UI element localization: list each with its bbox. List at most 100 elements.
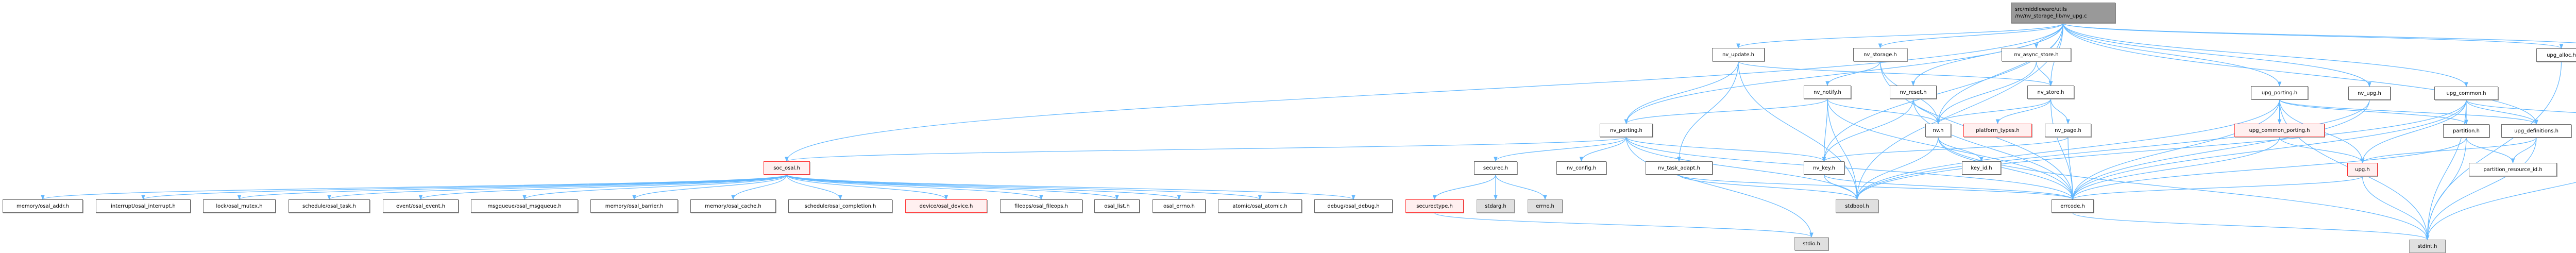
edge-nv_update-to-nv_store [1738,61,2053,86]
edge-upg_porting-to-upg_definitions [2279,99,2538,125]
file-node-key-id[interactable]: key_id.h [1962,161,2001,175]
file-node-osal-errno[interactable]: osal_errno.h [1153,199,1206,213]
edge-upg_common_porting-to-upg_h [2279,137,2365,163]
edge-nv_key-to-errcode [1823,174,2075,200]
file-node-stdbool[interactable]: stdbool.h [1836,199,1878,213]
edge-upg_definitions-to-partition_resource_id [2511,137,2537,163]
edge-errcode-to-stdint [2072,212,2430,240]
edge-nv_porting-to-stdbool [1625,137,1859,200]
file-node-nv-update[interactable]: nv_update.h [1712,48,1765,61]
edge-soc_osal-to-osal_event [418,174,787,200]
edge-root-to-nv_storage [1878,23,2064,48]
file-node-stdarg[interactable]: stdarg.h [1477,199,1515,213]
edge-nv_store-to-platform_types [1995,98,2052,124]
file-node-osal-completion[interactable]: schedule/osal_completion.h [788,199,892,213]
edge-nv_notify-to-nv_h [1827,98,1940,124]
edge-nv_page-to-errcode [2067,137,2075,200]
file-node-osal-fileops[interactable]: fileops/osal_fileops.h [1000,199,1082,213]
file-node-upg-h[interactable]: upg.h [2347,163,2378,176]
edge-root-to-soc_osal [785,23,2064,162]
edge-upg_common-to-stdbool [1855,99,2467,200]
edge-partition-to-partition_resource_id [2466,137,2515,163]
edge-nv_store-to-nv_h [1936,98,2052,124]
edge-root-to-sha256 [2062,23,2576,43]
edge-soc_osal-to-osal_list [786,174,1119,200]
file-node-stdint[interactable]: stdint.h [2409,240,2446,253]
edge-upg_porting-to-errcode [2071,99,2280,200]
file-node-osal-device[interactable]: device/osal_device.h [905,199,987,213]
file-node-osal-atomic[interactable]: atomic/osal_atomic.h [1218,199,1302,213]
edge-upg_definitions-to-stdint [2425,137,2537,240]
file-node-nv-reset[interactable]: nv_reset.h [1890,86,1937,99]
file-node-errcode[interactable]: errcode.h [2052,199,2094,213]
file-node-nv-key[interactable]: nv_key.h [1804,161,1844,175]
file-node-osal-interrupt[interactable]: interrupt/osal_interrupt.h [96,199,191,213]
edge-nv_notify-to-nv_key [1822,98,1828,162]
file-node-platform-types[interactable]: platform_types.h [1963,124,2032,137]
edge-root-to-nv_async_store [2034,23,2064,48]
file-node-osal-event[interactable]: event/osal_event.h [383,199,459,213]
edge-nv_task_adapt-to-errcode [1679,174,2075,200]
root-file-path-line2: /nv/nv_storage_lib/nv_upg.c [2015,13,2087,19]
file-node-nv-page[interactable]: nv_page.h [2045,124,2091,137]
edge-soc_osal-to-osal_addr [41,174,787,200]
edge-common_def-to-stdint [2425,182,2576,240]
file-node-upg-porting[interactable]: upg_porting.h [2251,86,2308,99]
edge-soc_osal-to-osal_mutex [238,174,787,200]
file-node-upg-alloc[interactable]: upg_alloc.h [2536,48,2576,62]
file-node-partition-resource-id[interactable]: partition_resource_id.h [2469,163,2557,176]
file-node-osal-task[interactable]: schedule/osal_task.h [289,199,370,213]
file-node-stdio[interactable]: stdio.h [1794,237,1828,250]
edge-upg_alloc-to-stdint [2425,61,2562,240]
edge-nv_task_adapt-to-stdbool [1679,174,1859,200]
edge-nv_porting-to-errcode [1625,137,2075,200]
file-node-upg-common-porting[interactable]: upg_common_porting.h [2234,124,2325,137]
edge-nv_porting-to-nv_key [1625,137,1826,162]
file-node-nv-async-store[interactable]: nv_async_store.h [2002,48,2071,61]
edge-root-to-nv_porting [1624,23,2064,124]
file-node-osal-msgqueue[interactable]: msgqueue/osal_msgqueue.h [471,199,578,213]
file-node-securectype[interactable]: securectype.h [1405,199,1464,213]
edge-nv_porting-to-securec [1494,137,1627,162]
edge-upg_h-to-errcode [2071,176,2363,200]
file-node-osal-list[interactable]: osal_list.h [1094,199,1140,213]
edge-soc_osal-to-osal_fileops [786,174,1043,200]
file-node-upg-definitions[interactable]: upg_definitions.h [2501,124,2571,138]
root-file-node[interactable]: src/middleware/utils /nv/nv_storage_lib/… [2011,3,2115,23]
file-node-nv-storage[interactable]: nv_storage.h [1853,48,1907,61]
root-file-path-line1: src/middleware/utils [2015,7,2067,12]
file-node-nv-config[interactable]: nv_config.h [1556,161,1606,175]
file-node-partition[interactable]: partition.h [2443,124,2489,138]
file-node-nv-upg[interactable]: nv_upg.h [2348,87,2391,100]
edge-nv_upg-to-errcode [2071,99,2370,200]
edge-upg_porting-to-stdbool [1855,99,2280,200]
file-node-nv-porting[interactable]: nv_porting.h [1600,124,1653,137]
edge-upg_common-to-common_def [2466,99,2576,113]
edge-nv_update-to-stdbool [1738,61,1859,200]
edge-upg_common-to-upg_definitions [2466,99,2538,125]
edge-nv_reset-to-nv_key [1822,98,1914,162]
edge-nv_update-to-nv_task_adapt [1677,61,1739,162]
file-node-osal-barrier[interactable]: memory/osal_barrier.h [590,199,678,213]
edge-nv_async_store-to-nv_store [2036,61,2053,86]
edge-root-to-nv_upg [2062,23,2371,87]
edge-nv_porting-to-nv_config [1579,137,1627,162]
file-node-osal-debug[interactable]: debug/osal_debug.h [1314,199,1393,213]
edge-soc_osal-to-osal_msgqueue [522,174,787,200]
edge-soc_osal-to-osal_device [786,174,948,200]
file-node-errno[interactable]: errno.h [1528,199,1563,213]
edge-upg_common-to-upg_h [2360,99,2467,163]
file-node-nv-notify[interactable]: nv_notify.h [1804,86,1851,99]
file-node-osal-addr[interactable]: memory/osal_addr.h [3,199,83,213]
file-node-soc-osal[interactable]: soc_osal.h [764,161,810,175]
file-node-nv-h[interactable]: nv.h [1925,124,1951,137]
edge-partition-to-errcode [2071,137,2467,200]
edge-upg_porting-to-partition [2279,99,2468,125]
file-node-nv-task-adapt[interactable]: nv_task_adapt.h [1646,161,1713,175]
file-node-nv-store[interactable]: nv_store.h [2027,86,2074,99]
file-node-osal-cache[interactable]: memory/osal_cache.h [690,199,776,213]
file-node-upg-common[interactable]: upg_common.h [2434,87,2498,100]
file-node-osal-mutex[interactable]: lock/osal_mutex.h [203,199,276,213]
file-node-securec[interactable]: securec.h [1474,161,1517,175]
edge-soc_osal-to-osal_barrier [632,174,787,200]
